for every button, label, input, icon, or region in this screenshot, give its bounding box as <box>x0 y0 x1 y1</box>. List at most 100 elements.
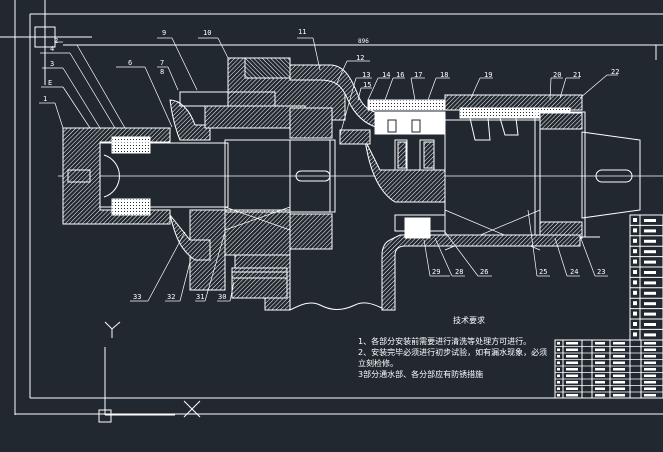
title-block-cell-text <box>613 387 625 390</box>
part-label-3: 3 <box>50 60 54 68</box>
title-block-cell-text <box>566 355 578 358</box>
title-block-cell-text <box>613 355 625 358</box>
title-block-cell-text <box>557 381 560 384</box>
part-label-24: 24 <box>570 268 578 276</box>
bom-cell-text <box>644 219 656 222</box>
part-label-28: 28 <box>455 268 463 276</box>
part-label-25: 25 <box>539 268 547 276</box>
part-label-11: 11 <box>298 28 306 36</box>
lower-casing <box>231 214 581 311</box>
bom-cell-text <box>633 290 637 295</box>
part-label-12: 12 <box>356 54 364 62</box>
bom-cell-text <box>633 301 637 306</box>
part-label-23: 23 <box>597 268 605 276</box>
part-label-33: 33 <box>133 293 141 301</box>
title-block-cell-text <box>557 361 560 364</box>
bom-cell-text <box>633 228 637 233</box>
left-housing <box>62 127 229 225</box>
bom-cell-text <box>644 260 656 264</box>
bom-cell-text <box>633 270 637 274</box>
title-block-cell-text <box>566 361 578 364</box>
tech-requirements-title: 技术要求 <box>453 316 485 325</box>
ucs-x-axis-icon <box>183 400 201 418</box>
title-block-cell-text <box>595 355 605 358</box>
bom-cell-text <box>633 311 637 316</box>
title-block-cell-text <box>644 368 656 371</box>
ucs-icon <box>98 321 201 423</box>
part-label-15: 15 <box>363 81 371 89</box>
tech-requirement-item: 1、各部分安装前需要进行清洗等处理方可进行。 <box>358 337 532 346</box>
part-label-7: 7 <box>160 59 164 67</box>
title-block-cell-text <box>566 394 578 397</box>
part-label-26: 26 <box>480 268 488 276</box>
leaders-top-left <box>39 37 229 129</box>
part-label-31: 31 <box>196 293 204 301</box>
title-block-cell-text <box>613 394 625 397</box>
title-block-cell-text <box>613 368 625 371</box>
title-block-cell-text <box>557 368 560 371</box>
bom-cell-text <box>644 333 656 337</box>
central-bearing <box>339 99 454 203</box>
bom-cell-text <box>644 250 656 254</box>
part-label-19: 19 <box>484 71 492 79</box>
part-labels-bottom: 33 32 31 30 29 28 26 25 24 23 <box>133 268 605 301</box>
title-block-cell-text <box>595 381 605 384</box>
bom-cell-text <box>633 238 637 243</box>
leaders-bottom <box>130 209 608 302</box>
bearing-housing <box>169 57 346 311</box>
drawing-border <box>0 0 663 415</box>
part-label-4: 4 <box>50 45 54 53</box>
bom-cell-text <box>644 323 656 326</box>
part-label-10: 10 <box>203 29 211 37</box>
overall-dimension: 896 <box>358 38 369 45</box>
title-block-cell-text <box>595 394 605 397</box>
title-block-cell-text <box>566 368 578 371</box>
title-block-cell-text <box>644 381 656 384</box>
title-block-cell-text <box>613 374 625 377</box>
bom-cell-text <box>633 259 637 264</box>
part-label-e: E <box>48 79 52 87</box>
title-block-cell-text <box>557 348 560 351</box>
title-block <box>554 214 663 399</box>
title-block-cell-text <box>557 342 560 345</box>
part-label-20: 20 <box>553 71 561 79</box>
title-block-cell-text <box>566 387 578 390</box>
bom-cell-text <box>633 332 637 337</box>
tech-requirements-list: 1、各部分安装前需要进行清洗等处理方可进行。 2、安装完毕必须进行初步试验，如有… <box>358 336 548 380</box>
bom-cell-text <box>633 218 637 222</box>
part-label-29: 29 <box>432 268 440 276</box>
title-block-cell-text <box>566 342 578 345</box>
part-label-16: 16 <box>396 71 404 79</box>
ucs-y-axis-icon <box>104 321 121 338</box>
bom-cell-text <box>644 302 656 306</box>
part-labels-top-left: 2 4 3 E 1 <box>43 37 58 103</box>
title-block-cell-text <box>595 368 605 371</box>
part-label-8: 8 <box>160 68 164 76</box>
bom-cell-text <box>633 322 637 326</box>
part-label-30: 30 <box>218 293 226 301</box>
bom-cell-text <box>633 249 637 254</box>
title-block-cell-text <box>595 374 605 377</box>
title-block-cell-text <box>613 342 625 345</box>
part-label-21: 21 <box>573 71 581 79</box>
title-block-cell-text <box>557 394 560 397</box>
bom-cell-text <box>644 291 656 295</box>
title-block-cell-text <box>595 387 605 390</box>
title-block-cell-text <box>644 342 656 345</box>
title-block-cell-text <box>595 342 605 345</box>
title-block-cell-text <box>557 355 560 358</box>
title-block-cell-text <box>566 348 578 351</box>
part-label-9: 9 <box>162 29 166 37</box>
title-block-cell-text <box>644 374 656 377</box>
bom-cell-text <box>644 271 656 274</box>
right-casing <box>444 94 641 251</box>
title-block-cell-text <box>566 381 578 384</box>
part-label-6: 6 <box>128 59 132 67</box>
tech-requirement-item: 3部分通水部、各分部应有防锈措施 <box>358 370 484 379</box>
part-label-17: 17 <box>414 71 422 79</box>
title-block-cell-text <box>613 381 625 384</box>
bom-cell-text <box>644 229 656 233</box>
part-label-13: 13 <box>362 71 370 79</box>
title-block-cell-text <box>644 348 656 351</box>
